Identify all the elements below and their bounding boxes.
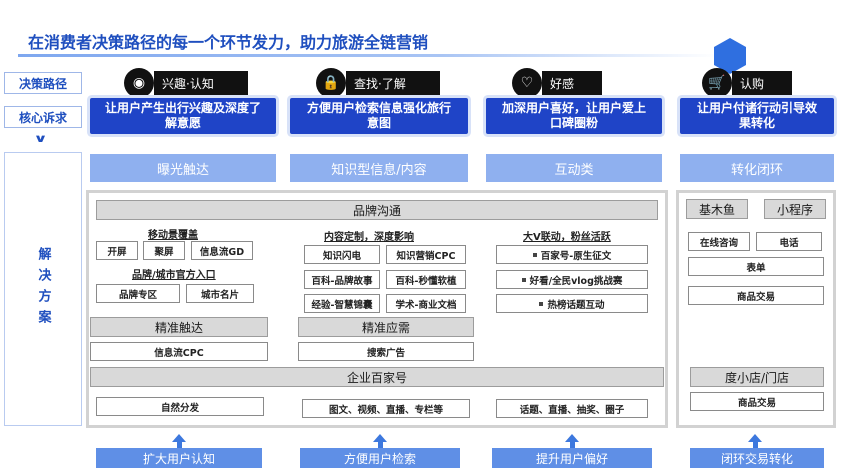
tag-natural-distribution: 自然分发: [96, 397, 264, 416]
tag-store-goods-trade: 商品交易: [690, 392, 824, 411]
solution-label-column: 解决方案: [4, 152, 82, 426]
tag-interaction-formats: 话题、直播、抽奖、圈子: [496, 399, 648, 418]
page-title: 在消费者决策路径的每一个环节发力，助力旅游全链营销: [28, 33, 429, 52]
up-arrow-icon: [748, 434, 762, 442]
tag-splash: 开屏: [96, 241, 138, 260]
kol-linkage-title: 大V联动，粉丝活跃: [523, 232, 611, 243]
bottom-expand-awareness: 扩大用户认知: [96, 448, 262, 468]
up-arrow-icon: [172, 434, 186, 442]
category-interaction: 互动类: [486, 154, 662, 182]
need-box-search: 方便用户检索信息强化旅行意图: [290, 98, 468, 134]
tag-brand-zone: 品牌专区: [96, 284, 180, 303]
solution-label: 解决方案: [35, 247, 51, 331]
enterprise-baijiahao-bar: 企业百家号: [90, 367, 664, 387]
tag-text: 百家号-原生征文: [540, 250, 612, 262]
category-conversion: 转化闭环: [680, 154, 834, 182]
bullet-icon: [521, 277, 526, 282]
tag-baike-story: 百科-品牌故事: [304, 270, 380, 289]
tag-academic-doc: 学术-商业文档: [386, 294, 466, 313]
tag-text: 好看/全民vlog挑战赛: [529, 275, 623, 287]
up-arrow-icon: [373, 434, 387, 442]
bottom-closed-loop: 闭环交易转化: [690, 448, 824, 468]
bullet-icon: [532, 252, 537, 257]
tag-baijiahao-essay: 百家号-原生征文: [496, 245, 648, 264]
up-arrow-icon: [565, 434, 579, 442]
tag-feed-cpc: 信息流CPC: [90, 342, 268, 361]
up-arrow-stem: [378, 442, 383, 448]
tag-knowledge-flash: 知识闪电: [304, 245, 380, 264]
core-demand-label: 核心诉求: [4, 106, 82, 128]
tag-screen: 聚屏: [143, 241, 185, 260]
tag-search-ads: 搜索广告: [298, 342, 474, 361]
title-underline: [18, 54, 718, 57]
bullet-icon: [539, 301, 544, 306]
tag-city-card: 城市名片: [186, 284, 254, 303]
coverage-title: 移动景覆盖: [148, 230, 198, 241]
need-box-purchase: 让用户付诸行动引导效果转化: [680, 98, 834, 134]
chevron-down-icon: ∨: [33, 132, 48, 145]
tag-form: 表单: [688, 257, 824, 276]
tag-online-consult: 在线咨询: [688, 232, 750, 251]
official-entry-title: 品牌/城市官方入口: [132, 270, 216, 281]
tag-hot-topic: 热榜话题互动: [496, 294, 648, 313]
need-box-favor: 加深用户喜好，让用户爱上口碑圈粉: [486, 98, 662, 134]
up-arrow-stem: [177, 442, 182, 448]
conversion-panel: [676, 190, 836, 428]
mini-program-bar: 小程序: [764, 199, 826, 219]
content-custom-title: 内容定制，深度影响: [324, 232, 414, 243]
tag-vlog-challenge: 好看/全民vlog挑战赛: [496, 270, 648, 289]
tag-knowledge-cpc: 知识营销CPC: [386, 245, 466, 264]
tag-phone: 电话: [756, 232, 822, 251]
tag-experience-tips: 经验-智慧锦囊: [304, 294, 380, 313]
bottom-easy-search: 方便用户检索: [300, 448, 460, 468]
tag-feed-gd: 信息流GD: [191, 241, 253, 260]
up-arrow-stem: [753, 442, 758, 448]
up-arrow-stem: [570, 442, 575, 448]
tag-goods-trade: 商品交易: [688, 286, 824, 305]
category-exposure: 曝光触达: [90, 154, 276, 182]
cart-icon: 🛒: [702, 68, 732, 98]
heart-icon: ♡: [512, 68, 542, 98]
precise-demand-bar: 精准应需: [298, 317, 474, 337]
jimuyu-bar: 基木鱼: [686, 199, 748, 219]
need-box-interest: 让用户产生出行兴趣及深度了解意愿: [90, 98, 276, 134]
precise-reach-bar: 精准触达: [90, 317, 268, 337]
tag-content-formats: 图文、视频、直播、专栏等: [302, 399, 470, 418]
stage-label-search: 查找·了解: [346, 71, 440, 95]
tag-text: 热榜话题互动: [547, 299, 605, 311]
stage-label-favor: 好感: [542, 71, 602, 95]
bottom-improve-preference: 提升用户偏好: [492, 448, 652, 468]
category-knowledge: 知识型信息/内容: [290, 154, 468, 182]
decision-path-label: 决策路径: [4, 72, 82, 94]
store-bar: 度小店/门店: [690, 367, 824, 387]
tag-baike-implant: 百科-秒懂软植: [386, 270, 466, 289]
eye-icon: ◉: [124, 68, 154, 98]
lock-icon: 🔒: [316, 68, 346, 98]
stage-label-interest: 兴趣·认知: [154, 71, 248, 95]
brand-communication-bar: 品牌沟通: [96, 200, 658, 220]
stage-label-purchase: 认购: [732, 71, 792, 95]
